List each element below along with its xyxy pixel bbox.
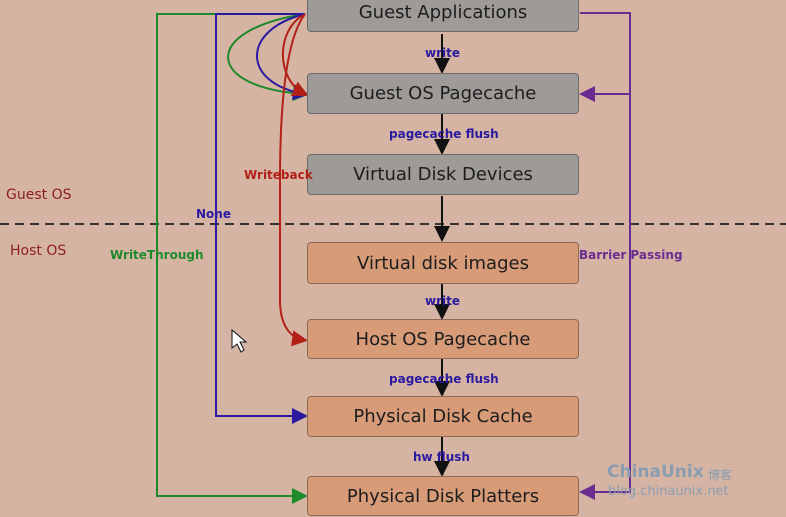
watermark-url: blog.chinaunix.net	[608, 484, 729, 499]
physical-disk-cache-box: Physical Disk Cache	[307, 396, 579, 437]
blue-arc	[256, 13, 309, 101]
edge-label-hw-flush: hw flush	[413, 450, 470, 464]
guest-applications-box: Guest Applications	[307, 0, 579, 32]
region-label-guest-os: Guest OS	[6, 187, 72, 203]
watermark-brand-cn: 博客	[708, 468, 733, 482]
mode-label-writeback: Writeback	[244, 168, 313, 182]
edge-label-pagecache-flush-2: pagecache flush	[389, 372, 499, 386]
physical-disk-platters-label: Physical Disk Platters	[346, 485, 540, 507]
virtual-disk-devices-box: Virtual Disk Devices	[307, 154, 579, 195]
virtual-disk-devices-label: Virtual Disk Devices	[353, 164, 533, 185]
none-path	[215, 13, 308, 424]
guest-os-pagecache-box: Guest OS Pagecache	[307, 73, 579, 114]
mode-label-none: None	[196, 207, 231, 221]
physical-disk-platters-box: Physical Disk Platters	[307, 476, 579, 516]
writeback-path	[279, 13, 308, 347]
host-os-pagecache-label: Host OS Pagecache	[355, 328, 531, 350]
edge-label-pagecache-flush-1: pagecache flush	[389, 127, 499, 141]
edge-label-write-1: write	[425, 46, 460, 60]
physical-disk-cache-label: Physical Disk Cache	[353, 406, 533, 427]
cursor-icon	[231, 328, 248, 353]
red-arc	[282, 13, 309, 96]
virtual-disk-images-box: Virtual disk images	[307, 242, 579, 284]
watermark-brand: ChinaUnix	[607, 462, 704, 482]
host-os-pagecache-box: Host OS Pagecache	[307, 319, 579, 359]
barrier-path	[579, 12, 631, 500]
mode-label-barrier-passing: Barrier Passing	[579, 248, 683, 262]
guest-applications-label: Guest Applications	[358, 1, 528, 23]
green-arc	[227, 13, 309, 102]
guest-os-pagecache-label: Guest OS Pagecache	[349, 83, 537, 104]
region-label-host-os: Host OS	[10, 243, 67, 259]
virtual-disk-images-label: Virtual disk images	[357, 252, 529, 274]
edge-label-write-2: write	[425, 294, 460, 308]
mode-label-writethrough: WriteThrough	[110, 248, 204, 262]
